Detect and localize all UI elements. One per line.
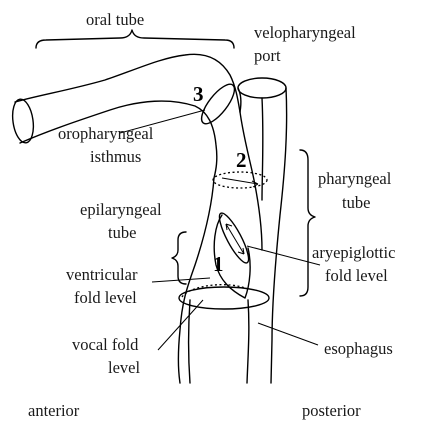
- aryepiglottic-leader: [247, 246, 320, 265]
- label-pharyngeal: pharyngeal: [318, 169, 392, 188]
- label-anterior: anterior: [28, 401, 80, 420]
- label-epilaryngeal: epilaryngeal: [80, 200, 162, 219]
- aryepiglottic-arrow: [226, 224, 244, 254]
- label-esophagus: esophagus: [324, 339, 393, 358]
- pharyngeal-tube-bracket: [300, 150, 315, 296]
- label-port: port: [254, 46, 281, 65]
- larynx-right-wall: [247, 300, 249, 383]
- label-pharyngeal-tube: tube: [342, 193, 370, 212]
- posterior-pharyngeal-wall: [271, 88, 287, 383]
- esophagus-leader: [258, 323, 318, 345]
- label-oropharyngeal: oropharyngeal: [58, 124, 154, 143]
- ventricular-leader: [152, 278, 210, 282]
- label-posterior: posterior: [302, 401, 361, 420]
- label-vocal-fold: vocal fold: [72, 335, 139, 354]
- label-aryepiglottic-fold-level: fold level: [325, 266, 388, 285]
- number-2: 2: [236, 148, 247, 172]
- label-isthmus: isthmus: [90, 147, 141, 166]
- oral-tube-bracket: [36, 30, 234, 48]
- label-aryepiglottic: aryepiglottic: [312, 243, 395, 262]
- oral-tube-upper-wall: [15, 54, 240, 112]
- anterior-pharyngeal-wall: [240, 112, 262, 250]
- vocal-fold-ring: [179, 287, 269, 309]
- label-ventricular-fold-level: fold level: [74, 288, 137, 307]
- label-vocal-fold-level: level: [108, 358, 140, 377]
- label-velopharyngeal: velopharyngeal: [254, 23, 356, 42]
- velopharyngeal-port-ring: [238, 78, 286, 98]
- label-ventricular: ventricular: [66, 265, 138, 284]
- vocal-fold-leader: [158, 300, 203, 350]
- label-oral-tube: oral tube: [86, 10, 144, 29]
- number-3: 3: [193, 82, 204, 106]
- number-1: 1: [213, 252, 224, 276]
- label-epilaryngeal-tube: tube: [108, 223, 136, 242]
- epilarynx-front-wall: [179, 178, 215, 383]
- larynx-left-wall: [189, 300, 191, 383]
- epilaryngeal-tube-bracket: [172, 232, 186, 284]
- pharyngeal-ring-arrow: [222, 178, 258, 187]
- pharyngeal-ring-dotted: [213, 172, 267, 188]
